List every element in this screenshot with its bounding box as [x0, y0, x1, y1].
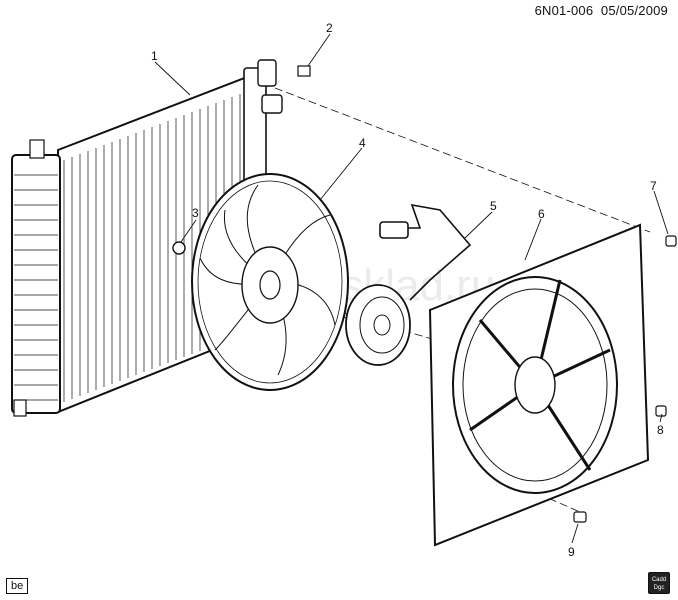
bolt-part-7 [665, 235, 677, 247]
doc-id: 6N01-006 [534, 3, 594, 18]
fan-shroud [428, 223, 650, 547]
grommet-part-3 [172, 241, 186, 255]
radiator-fins [63, 88, 257, 402]
callout-3: 3 [192, 206, 199, 220]
callout-5: 5 [490, 199, 497, 213]
callout-7: 7 [650, 179, 657, 193]
diagram-header: 6N01-006 05/05/2009 [535, 3, 668, 18]
brand-logo: Cadd Dgc [648, 572, 670, 594]
fan-clutch [345, 284, 411, 366]
doc-date: 05/05/2009 [600, 3, 668, 18]
clip-part-2 [297, 65, 311, 77]
callout-6: 6 [538, 207, 545, 221]
fan-blade [191, 173, 349, 391]
callout-2: 2 [326, 21, 333, 35]
callout-1: 1 [151, 49, 158, 63]
callout-9: 9 [568, 545, 575, 559]
corner-tag: be [6, 578, 29, 594]
logo-line-2: Dgc [653, 585, 665, 591]
callout-4: 4 [359, 136, 366, 150]
callout-8: 8 [657, 423, 664, 437]
logo-line-1: Cadd [651, 577, 667, 583]
wire-harness [379, 203, 472, 301]
leader-lines [154, 33, 669, 544]
clip-part-9 [573, 511, 587, 523]
bolt-part-8 [655, 405, 667, 417]
